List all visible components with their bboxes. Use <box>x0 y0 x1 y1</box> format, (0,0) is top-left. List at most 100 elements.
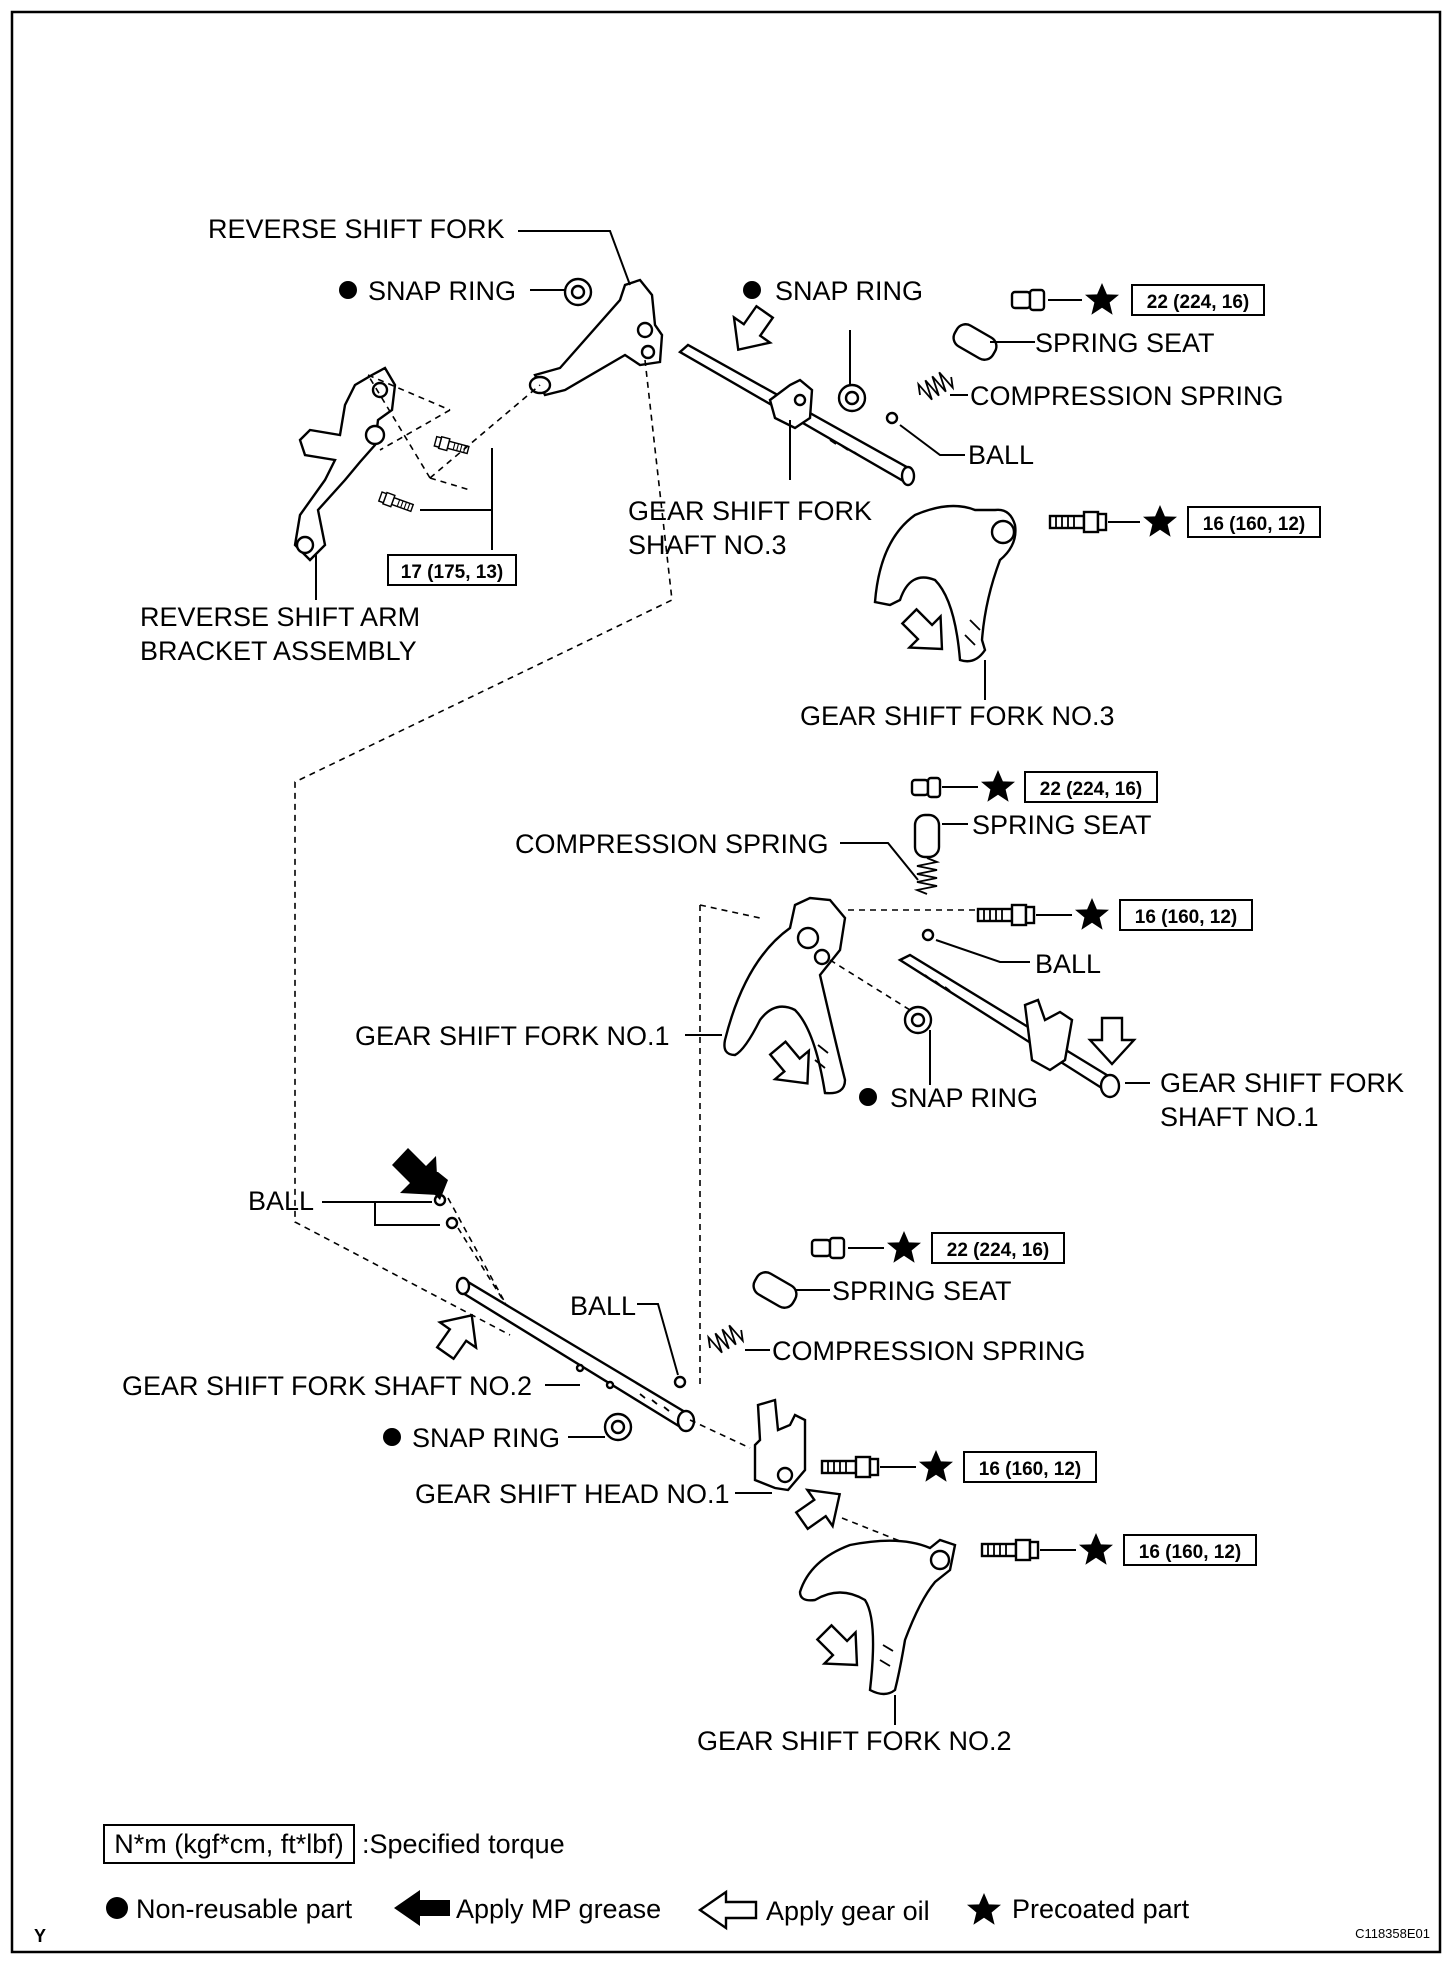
legend-precoated: Precoated part <box>1012 1894 1190 1924</box>
reverse-shift-arm-bracket <box>293 366 397 562</box>
outline-arrow-icon <box>807 1615 874 1682</box>
label-snap-ring-3: SNAP RING <box>890 1083 1038 1113</box>
label-spring-seat-3: SPRING SEAT <box>832 1276 1012 1306</box>
outline-arrow-icon <box>426 1301 491 1367</box>
torque-box-22-c <box>931 1232 1065 1264</box>
outline-arrow-icon <box>1088 1016 1136 1066</box>
plug-bolt-part <box>810 1236 846 1260</box>
label-ball-4: BALL <box>570 1291 636 1321</box>
torque-box-22-b <box>1024 771 1158 803</box>
bolt-icon <box>1048 510 1108 534</box>
gear-shift-fork-shaft-no2 <box>455 1276 696 1433</box>
star-icon <box>967 1893 1001 1925</box>
reverse-shift-fork <box>528 278 664 397</box>
ball-part <box>445 1216 459 1230</box>
bullet-dot-icon <box>743 281 761 299</box>
label-compression-spring-3: COMPRESSION SPRING <box>772 1336 1086 1366</box>
plug-bolt-part <box>1010 288 1046 312</box>
label-gear-shift-fork-shaft-no1-b: SHAFT NO.1 <box>1160 1102 1319 1132</box>
star-icon <box>1075 898 1109 930</box>
bullet-dot-icon <box>383 1428 401 1446</box>
label-spring-seat-1: SPRING SEAT <box>1035 328 1215 358</box>
label-gear-shift-fork-shaft-no3-b: SHAFT NO.3 <box>628 530 787 560</box>
torque-box-16-d <box>1123 1534 1257 1566</box>
torque-22-value-b: 22 (224, 16) <box>1040 779 1142 800</box>
bullet-dot-icon <box>859 1088 877 1106</box>
label-spring-seat-2: SPRING SEAT <box>972 810 1152 840</box>
legend-non-reusable: Non-reusable part <box>136 1894 353 1924</box>
torque-17-value: 17 (175, 13) <box>401 562 503 583</box>
spring-seat-part <box>913 813 941 859</box>
label-ball-2: BALL <box>1035 949 1101 979</box>
torque-box-16-a <box>1187 506 1321 538</box>
snap-ring-part <box>563 277 593 307</box>
snap-ring-part <box>903 1005 933 1035</box>
label-gear-shift-fork-no3: GEAR SHIFT FORK NO.3 <box>800 701 1115 731</box>
gear-shift-fork-no3 <box>873 504 1017 663</box>
label-compression-spring-1: COMPRESSION SPRING <box>970 381 1284 411</box>
bolt-icon <box>433 434 471 457</box>
spring-seat-part <box>952 323 998 361</box>
snap-ring-part <box>603 1412 633 1442</box>
bullet-dot-icon <box>106 1897 128 1919</box>
label-bracket-assembly: BRACKET ASSEMBLY <box>140 636 417 666</box>
bolt-icon <box>980 1538 1040 1562</box>
corner-mark: Y <box>34 1926 46 1946</box>
outline-arrow-icon <box>697 1889 758 1931</box>
compression-spring-part <box>916 857 938 895</box>
figure-id: C118358E01 <box>1355 1926 1430 1941</box>
torque-22-value-c: 22 (224, 16) <box>947 1240 1049 1261</box>
gear-shift-fork-shaft-no3 <box>677 343 916 487</box>
label-reverse-shift-fork: REVERSE SHIFT FORK <box>208 214 505 244</box>
label-snap-ring-4: SNAP RING <box>412 1423 560 1453</box>
torque-16-value-b: 16 (160, 12) <box>1135 907 1237 928</box>
frame-border <box>10 10 1442 1954</box>
bolt-icon <box>820 1455 880 1479</box>
label-ball-3: BALL <box>248 1186 314 1216</box>
torque-box-16-c <box>963 1451 1097 1483</box>
star-icon <box>1143 505 1177 537</box>
gear-shift-fork-shaft-no1 <box>897 953 1121 1099</box>
star-icon <box>919 1450 953 1482</box>
outline-arrow-icon <box>892 599 959 666</box>
bullet-dot-icon <box>339 281 357 299</box>
legend: N*m (kgf*cm, ft*lbf) :Specified torque N… <box>103 1824 1190 1931</box>
bolt-icon <box>976 903 1036 927</box>
label-gear-shift-fork-no2: GEAR SHIFT FORK NO.2 <box>697 1726 1012 1756</box>
torque-16-value-a: 16 (160, 12) <box>1203 514 1305 535</box>
label-reverse-shift-arm: REVERSE SHIFT ARM <box>140 602 420 632</box>
spring-seat-part <box>752 1271 798 1309</box>
torque-22-value-a: 22 (224, 16) <box>1147 292 1249 313</box>
star-icon <box>1085 283 1119 315</box>
label-snap-ring-2: SNAP RING <box>775 276 923 306</box>
label-ball-1: BALL <box>968 440 1034 470</box>
gear-shift-head-no1 <box>753 1398 807 1492</box>
plug-bolt-part <box>910 776 942 799</box>
ball-part <box>673 1375 687 1389</box>
torque-16-value-d: 16 (160, 12) <box>1139 1542 1241 1563</box>
solid-arrow-icon <box>394 1890 450 1926</box>
star-icon <box>1079 1533 1113 1565</box>
star-icon <box>981 770 1015 802</box>
torque-box-17 <box>387 554 517 586</box>
star-icon <box>887 1231 921 1263</box>
compression-spring-part <box>704 1320 748 1358</box>
label-gear-shift-fork-shaft-no1-a: GEAR SHIFT FORK <box>1160 1068 1404 1098</box>
legend-gear-oil: Apply gear oil <box>766 1896 930 1926</box>
torque-box-22-a <box>1131 284 1265 316</box>
ball-part <box>921 928 935 942</box>
outline-arrow-icon <box>788 1475 854 1540</box>
label-gear-shift-fork-shaft-no2: GEAR SHIFT FORK SHAFT NO.2 <box>122 1371 532 1401</box>
gear-shift-fork-no1 <box>723 896 847 1095</box>
compression-spring-part <box>914 367 958 405</box>
label-gear-shift-fork-shaft-no3-a: GEAR SHIFT FORK <box>628 496 872 526</box>
solid-arrow-icon <box>392 1148 438 1195</box>
torque-box-16-b <box>1119 899 1253 931</box>
legend-torque-desc: :Specified torque <box>362 1829 565 1859</box>
label-compression-spring-2: COMPRESSION SPRING <box>515 829 829 859</box>
legend-torque-box <box>103 1824 355 1864</box>
bolt-icon <box>377 490 415 515</box>
gear-shift-fork-no2 <box>798 1538 957 1696</box>
label-gear-shift-fork-no1: GEAR SHIFT FORK NO.1 <box>355 1021 670 1051</box>
